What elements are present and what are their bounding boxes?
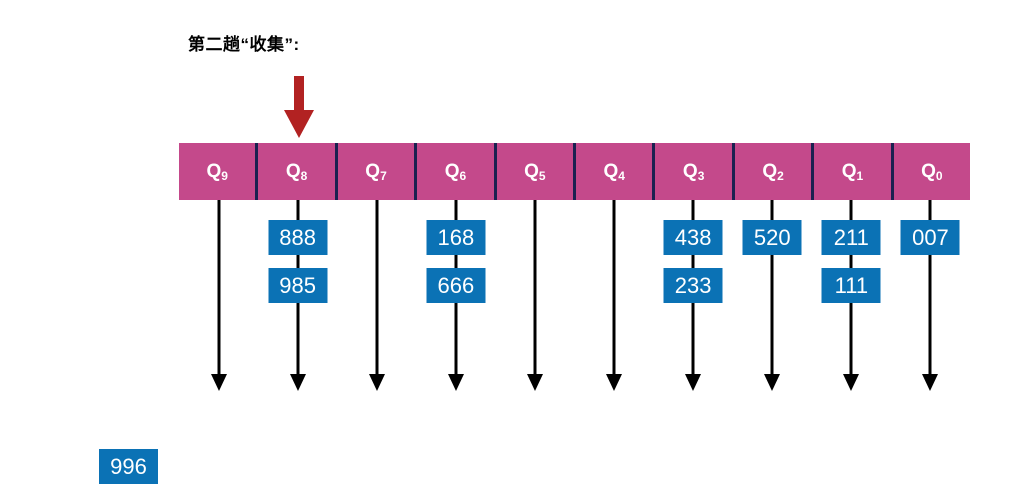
queue-column-Q9 xyxy=(179,200,258,395)
queue-cell-name: Q xyxy=(603,161,619,182)
queue-cell-subscript: 3 xyxy=(697,169,705,183)
value-box: 985 xyxy=(268,268,328,303)
queue-cell-label: Q2 xyxy=(762,161,784,183)
queue-cell-subscript: 4 xyxy=(618,169,625,183)
column-arrow-shaft xyxy=(612,200,616,378)
value-box: 007 xyxy=(900,220,960,255)
queue-cell-subscript: 8 xyxy=(300,169,308,183)
queue-cell-label: Q6 xyxy=(444,161,467,183)
queue-cell-label: Q1 xyxy=(841,161,864,183)
output-value-box: 996 xyxy=(99,449,158,484)
column-down-arrow-icon xyxy=(606,374,623,391)
column-arrow-shaft xyxy=(928,200,932,378)
column-down-arrow-icon xyxy=(447,374,464,391)
column-down-arrow-icon xyxy=(922,374,939,391)
insertion-down-arrow-icon xyxy=(283,76,315,142)
column-arrow-shaft xyxy=(533,200,537,378)
queue-cell-label: Q8 xyxy=(285,161,308,183)
column-down-arrow-icon xyxy=(289,374,306,391)
queue-cell-name: Q xyxy=(921,161,936,182)
column-arrow-shaft xyxy=(217,200,221,378)
queue-cell-Q7[interactable]: Q7 xyxy=(334,143,415,200)
column-down-arrow-icon xyxy=(368,374,385,391)
queue-column-Q4 xyxy=(575,200,654,395)
value-box: 888 xyxy=(268,220,328,255)
queue-cell-name: Q xyxy=(682,161,698,182)
queue-cell-name: Q xyxy=(444,161,460,182)
value-box: 666 xyxy=(426,268,486,303)
queue-cell-label: Q0 xyxy=(921,161,943,183)
value-box: 168 xyxy=(426,220,486,255)
queue-cell-name: Q xyxy=(206,161,222,182)
value-box: 438 xyxy=(663,220,723,255)
column-down-arrow-icon xyxy=(685,374,702,391)
column-down-arrow-icon xyxy=(526,374,543,391)
queue-column-Q5 xyxy=(495,200,574,395)
value-box: 211 xyxy=(821,220,881,255)
value-box: 233 xyxy=(663,268,723,303)
column-arrow-shaft xyxy=(375,200,379,378)
queue-cell-label: Q7 xyxy=(365,161,387,183)
page-title: 第二趟“收集”: xyxy=(188,35,300,54)
queue-cell-label: Q9 xyxy=(206,161,228,183)
queue-cell-Q6[interactable]: Q6 xyxy=(414,143,494,200)
queue-cell-Q2[interactable]: Q2 xyxy=(731,143,812,200)
queue-cell-label: Q5 xyxy=(524,161,546,183)
queue-cell-Q9[interactable]: Q9 xyxy=(179,143,256,200)
queue-cell-subscript: 7 xyxy=(380,169,387,183)
queue-cell-subscript: 6 xyxy=(459,169,467,183)
queue-cell-Q5[interactable]: Q5 xyxy=(493,143,574,200)
value-box: 111 xyxy=(821,268,881,303)
queue-cell-name: Q xyxy=(285,161,301,182)
queue-cell-subscript: 5 xyxy=(538,169,546,183)
column-down-arrow-icon xyxy=(764,374,781,391)
queue-cell-Q4[interactable]: Q4 xyxy=(573,143,653,200)
queue-cell-subscript: 2 xyxy=(777,169,784,183)
queue-cell-name: Q xyxy=(365,161,381,182)
queue-cell-name: Q xyxy=(841,161,857,182)
queue-column-Q2: 520 xyxy=(733,200,812,395)
queue-column-Q0: 007 xyxy=(891,200,970,395)
column-down-arrow-icon xyxy=(843,374,860,391)
queue-cell-subscript: 1 xyxy=(856,169,864,183)
queue-cell-label: Q4 xyxy=(603,161,625,183)
queue-cell-subscript: 9 xyxy=(221,169,228,183)
queue-cell-Q1[interactable]: Q1 xyxy=(811,143,891,200)
queue-cell-name: Q xyxy=(524,161,539,182)
value-box: 520 xyxy=(742,220,802,255)
queue-column-Q7 xyxy=(337,200,416,395)
column-down-arrow-icon xyxy=(210,374,227,391)
queue-cell-Q3[interactable]: Q3 xyxy=(652,143,732,200)
queue-cell-subscript: 0 xyxy=(935,169,943,183)
queue-cell-name: Q xyxy=(762,161,778,182)
queue-cell-Q8[interactable]: Q8 xyxy=(255,143,335,200)
queue-cell-Q0[interactable]: Q0 xyxy=(890,143,971,200)
column-arrow-shaft xyxy=(770,200,774,378)
queue-cell-label: Q3 xyxy=(682,161,705,183)
